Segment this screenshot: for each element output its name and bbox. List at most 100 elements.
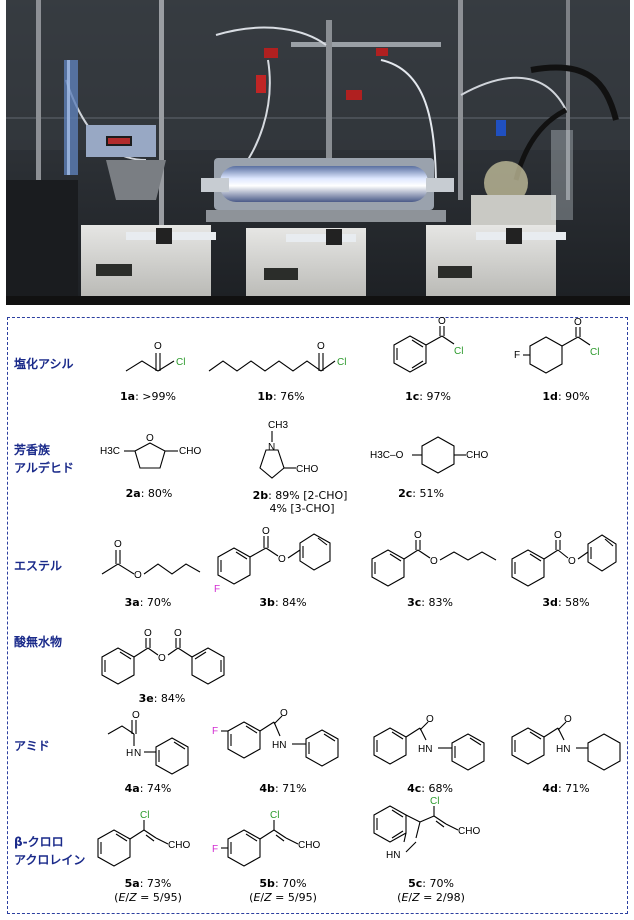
atom-o: O	[554, 530, 562, 541]
caption-1d: 1d: 90%	[542, 390, 590, 403]
caption-4b: 4b: 71%	[259, 782, 307, 795]
caption-3d: 3d: 58%	[542, 596, 590, 609]
atom-o: O	[574, 317, 582, 328]
caption-5a-ratio: (E/Z = 5/95)	[114, 891, 182, 904]
structure-2a: H3C O CHO	[100, 433, 201, 469]
atom-cl: Cl	[270, 810, 279, 821]
atom-f: F	[214, 584, 220, 595]
atom-f: F	[514, 350, 520, 361]
category-aromatic-aldehyde-2: アルデヒド	[14, 461, 74, 475]
caption-4c: 4c: 68%	[407, 782, 453, 795]
structure-1d: F O Cl	[514, 317, 599, 374]
atom-o: O	[438, 316, 446, 327]
structure-3b: F O O	[214, 526, 331, 595]
caption-2b: 2b: 89% [2-CHO]	[252, 489, 348, 502]
structure-1a: O Cl	[125, 341, 185, 372]
atom-o: O	[564, 714, 572, 725]
caption-3c: 3c: 83%	[407, 596, 453, 609]
atom-o: O	[414, 530, 422, 541]
caption-3b: 3b: 84%	[259, 596, 307, 609]
atom-cho: CHO	[458, 826, 480, 837]
atom-o: O	[134, 570, 142, 581]
structure-3c: O O	[371, 530, 497, 587]
structure-3a: O O	[101, 539, 201, 581]
atom-hn: HN	[556, 744, 570, 755]
atom-ch3: CH3	[268, 420, 288, 431]
structure-3e: O O O	[101, 628, 225, 685]
atom-hn: H	[126, 748, 133, 759]
caption-1a: 1a: >99%	[120, 390, 176, 403]
caption-3a: 3a: 70%	[124, 596, 172, 609]
caption-2c: 2c: 51%	[398, 487, 444, 500]
atom-o: O	[280, 708, 288, 719]
atom-hn: HN	[272, 740, 286, 751]
atom-cl: Cl	[590, 347, 599, 358]
structure-4c: O HN	[373, 714, 485, 771]
atom-o: O	[426, 714, 434, 725]
atom-o: O	[158, 653, 166, 664]
atom-o: O	[154, 341, 162, 352]
structure-2b: CH3 N CHO	[259, 420, 318, 479]
caption-1c: 1c: 97%	[405, 390, 451, 403]
structure-2c: H3C–O CHO	[370, 436, 488, 474]
atom-cl: Cl	[140, 810, 149, 821]
caption-2b-minor: 4% [3-CHO]	[269, 502, 335, 515]
category-amide: アミド	[14, 739, 50, 753]
atom-o: O	[317, 341, 325, 352]
structure-3d: O O	[511, 530, 617, 587]
atom-f: F	[212, 726, 218, 737]
atom-n: N	[134, 748, 141, 759]
atom-cho: CHO	[298, 840, 320, 851]
atom-h3c: H3C	[100, 446, 120, 457]
flow-reactor-illustration	[6, 0, 630, 305]
category-aromatic-aldehyde-1: 芳香族	[14, 443, 51, 457]
atom-cl: Cl	[176, 357, 185, 368]
structure-5b: F Cl CHO	[212, 810, 320, 867]
atom-o: O	[430, 556, 438, 567]
structure-5c: HN Cl CHO	[373, 796, 480, 861]
atom-cho: CHO	[466, 450, 488, 461]
structure-1b: O Cl	[208, 341, 346, 372]
caption-5b-ratio: (E/Z = 5/95)	[249, 891, 317, 904]
flow-reactor-photo	[6, 0, 630, 305]
atom-hn: HN	[386, 850, 400, 861]
caption-5c-ratio: (E/Z = 2/98)	[397, 891, 465, 904]
atom-cho: CHO	[296, 464, 318, 475]
category-chloroacrolein-2: アクロレイン	[14, 853, 86, 867]
structure-1c: O Cl	[393, 316, 463, 373]
category-acyl-chloride: 塩化アシル	[14, 357, 74, 371]
substrate-scope-panel	[7, 317, 628, 914]
atom-o: O	[174, 628, 182, 639]
caption-5a: 5a: 73%	[124, 877, 172, 890]
atom-hn: HN	[418, 744, 432, 755]
caption-4a: 4a: 74%	[124, 782, 172, 795]
atom-cl: Cl	[337, 357, 346, 368]
structure-4b: F O HN	[212, 708, 339, 767]
atom-f: F	[212, 844, 218, 855]
structure-4d: O HN	[511, 714, 621, 771]
category-anhydride: 酸無水物	[14, 635, 63, 649]
category-ester: エステル	[14, 559, 63, 573]
caption-5b: 5b: 70%	[259, 877, 307, 890]
structure-5a: Cl CHO	[97, 810, 190, 867]
atom-o: O	[144, 628, 152, 639]
atom-o: O	[568, 556, 576, 567]
atom-o: O	[114, 539, 122, 550]
atom-o: O	[146, 433, 154, 444]
atom-cl: Cl	[430, 796, 439, 807]
atom-o: O	[278, 554, 286, 565]
category-chloroacrolein-1: β-クロロ	[14, 835, 64, 849]
atom-cl: Cl	[454, 346, 463, 357]
caption-2a: 2a: 80%	[125, 487, 173, 500]
atom-cho: CHO	[179, 446, 201, 457]
caption-1b: 1b: 76%	[257, 390, 305, 403]
atom-h3co: H3C–O	[370, 450, 404, 461]
atom-o: O	[262, 526, 270, 537]
atom-cho: CHO	[168, 840, 190, 851]
caption-3e: 3e: 84%	[138, 692, 186, 705]
caption-5c: 5c: 70%	[408, 877, 454, 890]
atom-n: N	[268, 442, 275, 453]
caption-4d: 4d: 71%	[542, 782, 590, 795]
atom-o: O	[132, 710, 140, 721]
